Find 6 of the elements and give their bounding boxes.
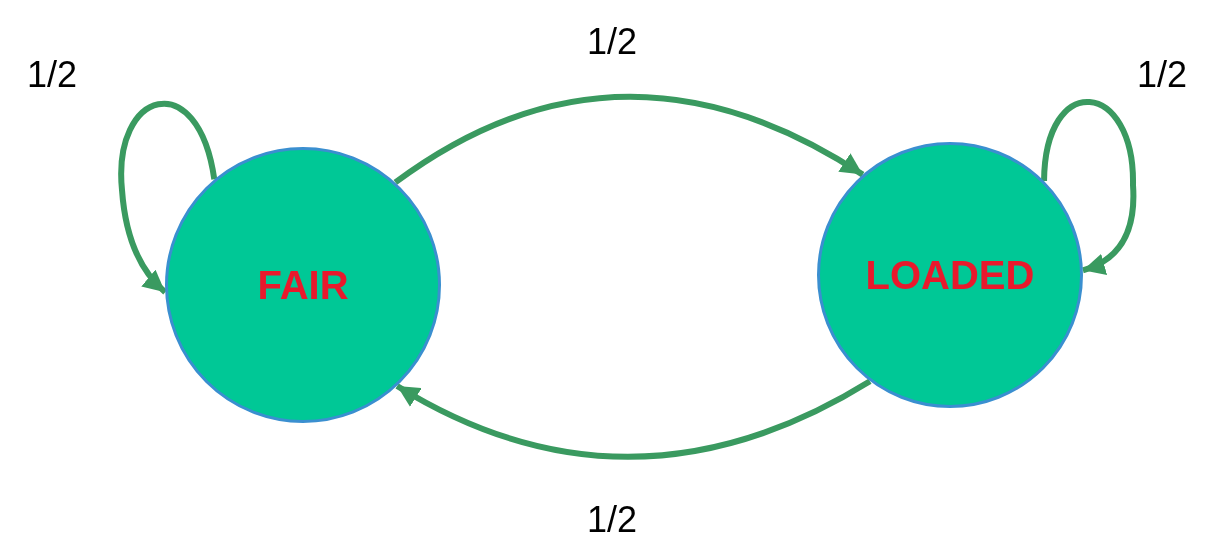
arrow bbox=[393, 93, 865, 185]
arrow bbox=[1041, 99, 1137, 274]
arrow bbox=[118, 101, 218, 295]
state-name: FAIR bbox=[257, 262, 349, 308]
state-name: LOADED bbox=[865, 252, 1035, 298]
arrow bbox=[395, 378, 872, 460]
